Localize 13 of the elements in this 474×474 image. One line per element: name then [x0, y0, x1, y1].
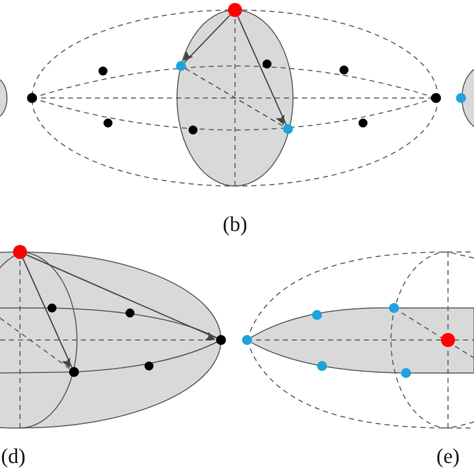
panel-label: (e) [436, 446, 460, 467]
point-marker [283, 124, 293, 134]
connector-line [184, 68, 284, 127]
arrow [183, 14, 231, 63]
arrow [26, 254, 217, 340]
panel-label: (d) [1, 446, 26, 467]
panel-label: (b) [222, 214, 248, 235]
arrow [237, 16, 287, 126]
point-marker [176, 61, 186, 71]
point-marker [228, 3, 242, 17]
point-marker [13, 245, 27, 259]
arrow [22, 258, 72, 368]
point-marker [216, 335, 226, 345]
